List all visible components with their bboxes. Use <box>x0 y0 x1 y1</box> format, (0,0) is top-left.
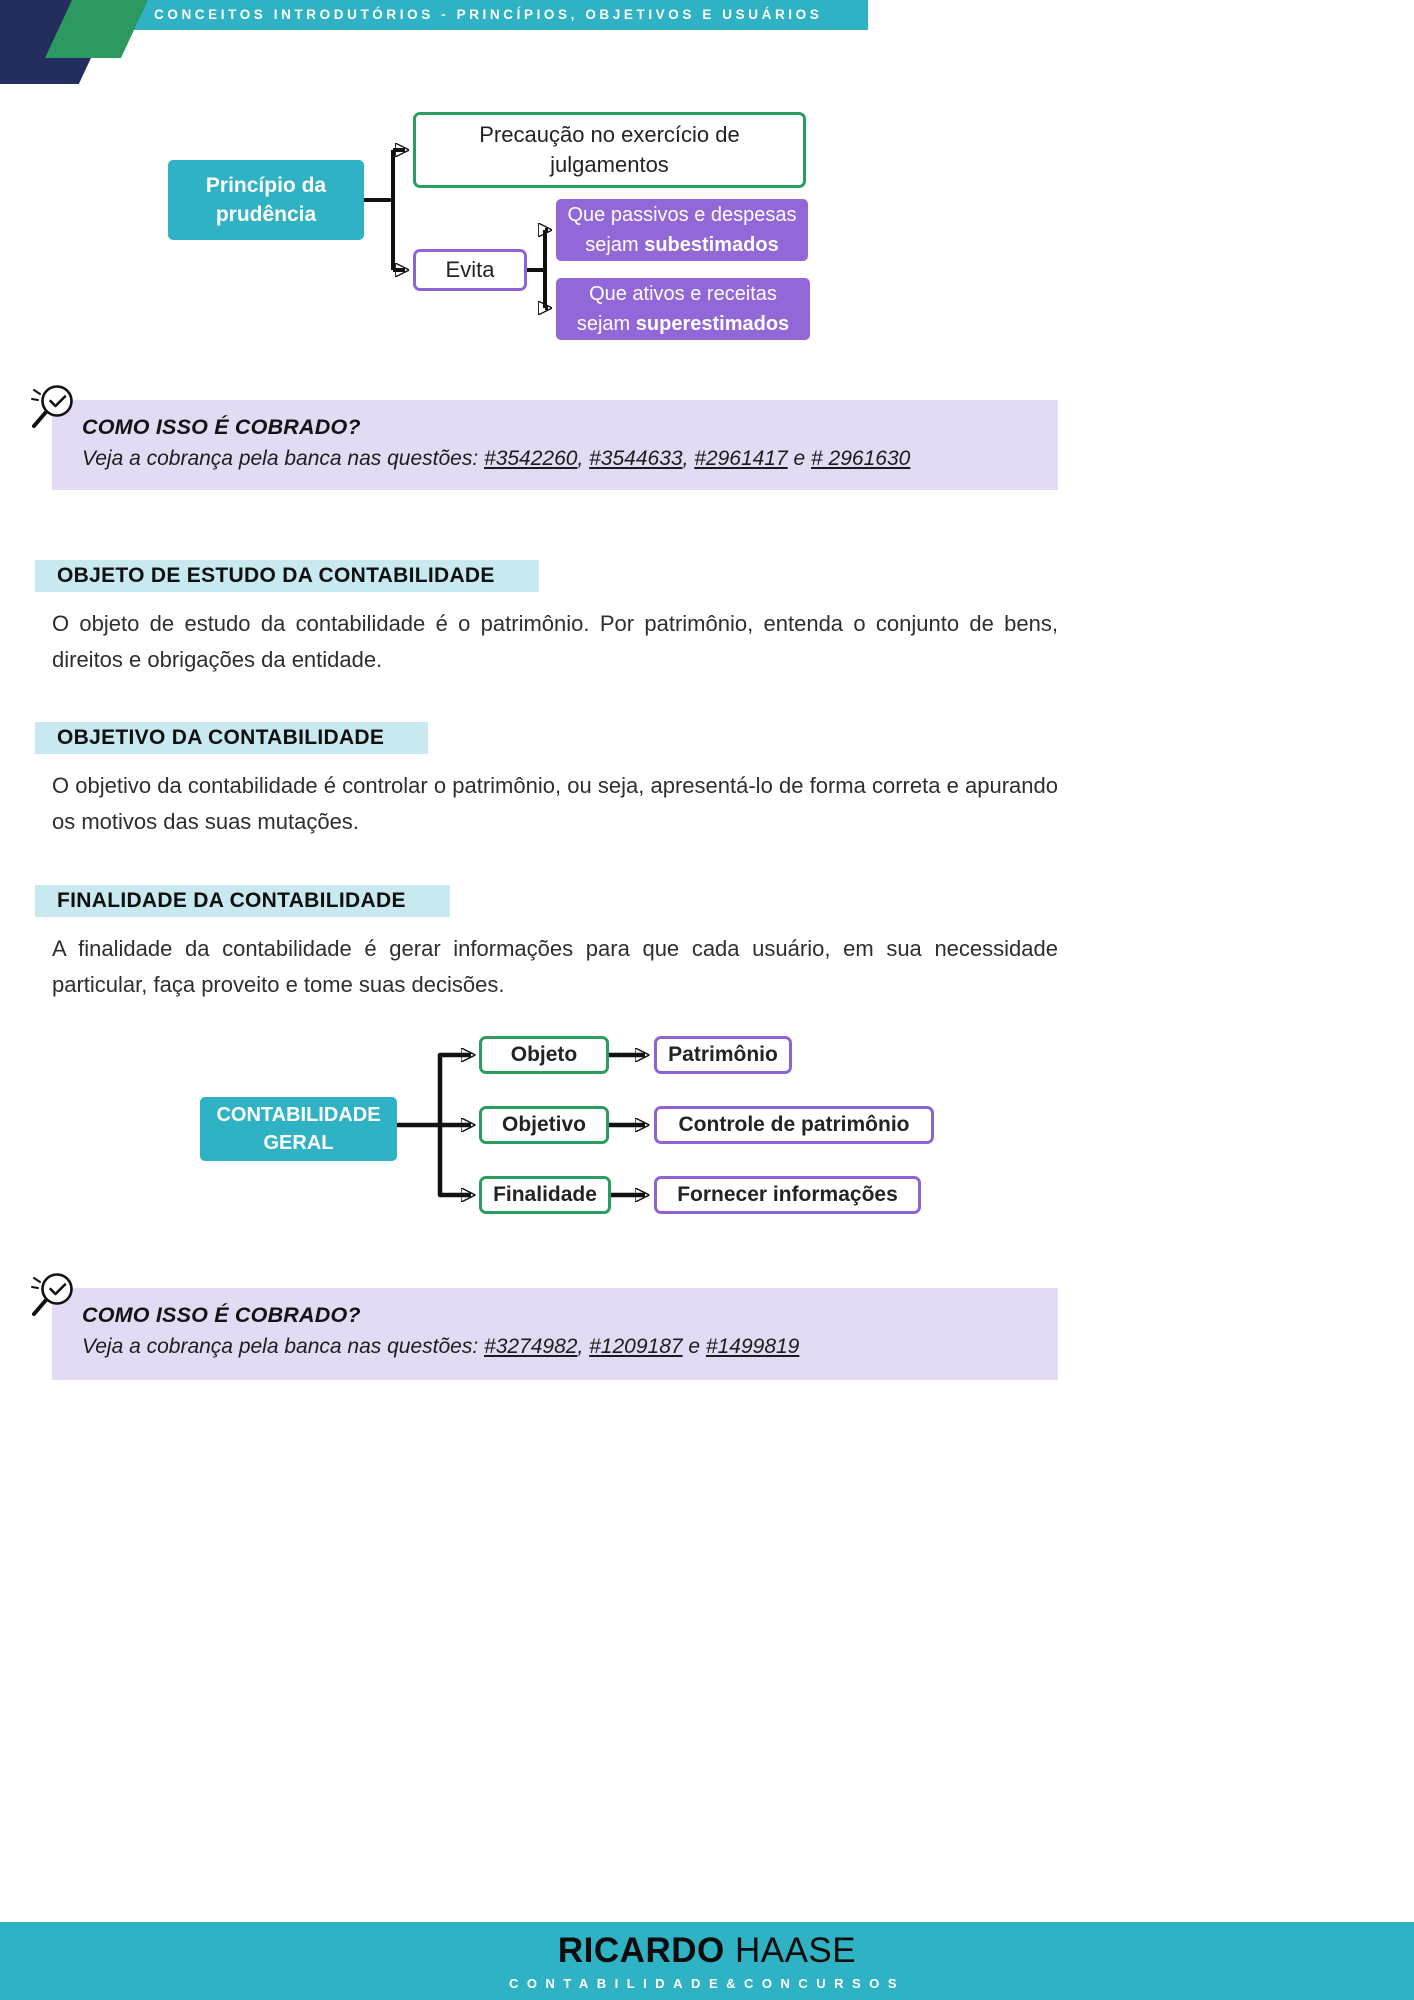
separator: e <box>682 1335 706 1358</box>
question-link[interactable]: #1499819 <box>705 1335 800 1358</box>
prudence-root-box: Princípio da prudência <box>168 160 364 240</box>
finalidade-label: Finalidade <box>493 1182 597 1206</box>
prudence-root-line2: prudência <box>215 203 317 226</box>
question-link[interactable]: #1209187 <box>589 1335 683 1358</box>
separator: , <box>682 447 695 470</box>
contabilidade-root-line1: CONTABILIDADE <box>216 1104 381 1126</box>
understated-text: Que passivos e despesas sejam <box>567 204 797 256</box>
prudence-root-line1: Princípio da <box>205 173 327 197</box>
evita-label: Evita <box>445 257 495 283</box>
contabilidade-root-box: CONTABILIDADE GERAL <box>200 1097 397 1161</box>
understated-box: Que passivos e despesas sejam subestimad… <box>556 199 808 261</box>
callout-2-text: Veja a cobrança pela banca nas questões:… <box>82 1335 1028 1359</box>
question-link[interactable]: #3274982 <box>484 1335 578 1358</box>
question-link[interactable]: #2961417 <box>694 447 788 470</box>
callout-1-heading: COMO ISSO É COBRADO? <box>82 415 361 439</box>
fornecer-informacoes-box: Fornecer informações <box>654 1176 921 1214</box>
callout-1-intro: Veja a cobrança pela banca nas questões: <box>82 447 485 470</box>
footer-name-regular: HAASE <box>734 1931 857 1970</box>
footer-name: RICARDO HAASE <box>558 1931 856 1971</box>
patrimonio-label: Patrimônio <box>668 1042 778 1066</box>
callout-1-text: Veja a cobrança pela banca nas questões:… <box>82 447 1028 471</box>
footer-bar: RICARDO HAASE CONTABILIDADE&CONCURSOS <box>0 1922 1414 2000</box>
understated-bold: subestimados <box>644 234 779 256</box>
section-heading-objeto: OBJETO DE ESTUDO DA CONTABILIDADE <box>35 560 539 592</box>
finalidade-box: Finalidade <box>479 1176 611 1214</box>
precaution-label: Precaução no exercício de julgamentos <box>479 122 740 177</box>
overstated-box: Que ativos e receitas sejam superestimad… <box>556 278 810 340</box>
controle-patrimonio-box: Controle de patrimônio <box>654 1106 934 1144</box>
section-heading-objetivo-label: OBJETIVO DA CONTABILIDADE <box>57 726 385 749</box>
callout-2-intro: Veja a cobrança pela banca nas questões: <box>82 1335 485 1358</box>
overstated-text: Que ativos e receitas sejam <box>576 283 777 335</box>
evita-box: Evita <box>413 249 527 291</box>
overstated-label: Que ativos e receitas sejam superestimad… <box>564 279 802 339</box>
header-title: CONCEITOS INTRODUTÓRIOS - PRINCÍPIOS, OB… <box>154 7 823 22</box>
contabilidade-root-line2: GERAL <box>263 1132 334 1154</box>
magnifier-check-icon <box>31 1273 73 1316</box>
footer-subtitle: CONTABILIDADE&CONCURSOS <box>508 1976 906 1991</box>
controle-patrimonio-label: Controle de patrimônio <box>678 1112 910 1136</box>
fornecer-informacoes-label: Fornecer informações <box>677 1182 898 1206</box>
section-heading-finalidade-label: FINALIDADE DA CONTABILIDADE <box>57 889 406 912</box>
objetivo-box: Objetivo <box>479 1106 609 1144</box>
patrimonio-box: Patrimônio <box>654 1036 792 1074</box>
contabilidade-connectors <box>397 1020 667 1210</box>
separator: , <box>577 1335 590 1358</box>
overstated-bold: superestimados <box>635 313 790 335</box>
callout-how-charged-1: COMO ISSO É COBRADO? Veja a cobrança pel… <box>52 400 1058 490</box>
question-link[interactable]: # 2961630 <box>811 447 911 470</box>
understated-label: Que passivos e despesas sejam subestimad… <box>564 200 800 260</box>
callout-2-heading: COMO ISSO É COBRADO? <box>82 1303 361 1327</box>
callout-how-charged-2: COMO ISSO É COBRADO? Veja a cobrança pel… <box>52 1288 1058 1380</box>
section-heading-objetivo: OBJETIVO DA CONTABILIDADE <box>35 722 429 754</box>
section-heading-finalidade: FINALIDADE DA CONTABILIDADE <box>35 885 450 917</box>
section-body-finalidade: A finalidade da contabilidade é gerar in… <box>52 936 1058 997</box>
separator: e <box>787 447 812 470</box>
precaution-box: Precaução no exercício de julgamentos <box>413 112 806 188</box>
section-body-objetivo: O objetivo da contabilidade é controlar … <box>52 773 1058 834</box>
section-body-objeto: O objeto de estudo da contabilidade é o … <box>52 611 1058 672</box>
section-heading-objeto-label: OBJETO DE ESTUDO DA CONTABILIDADE <box>57 564 495 587</box>
prudence-connectors <box>364 104 570 324</box>
footer-name-bold: RICARDO <box>557 1931 725 1970</box>
header-bar: CONCEITOS INTRODUTÓRIOS - PRINCÍPIOS, OB… <box>0 0 868 30</box>
objeto-label: Objeto <box>510 1042 578 1066</box>
objeto-box: Objeto <box>479 1036 609 1074</box>
separator: , <box>577 447 590 470</box>
question-link[interactable]: #3544633 <box>589 447 683 470</box>
objetivo-label: Objetivo <box>501 1112 586 1136</box>
question-link[interactable]: #3542260 <box>484 447 578 470</box>
magnifier-check-icon <box>31 385 73 428</box>
